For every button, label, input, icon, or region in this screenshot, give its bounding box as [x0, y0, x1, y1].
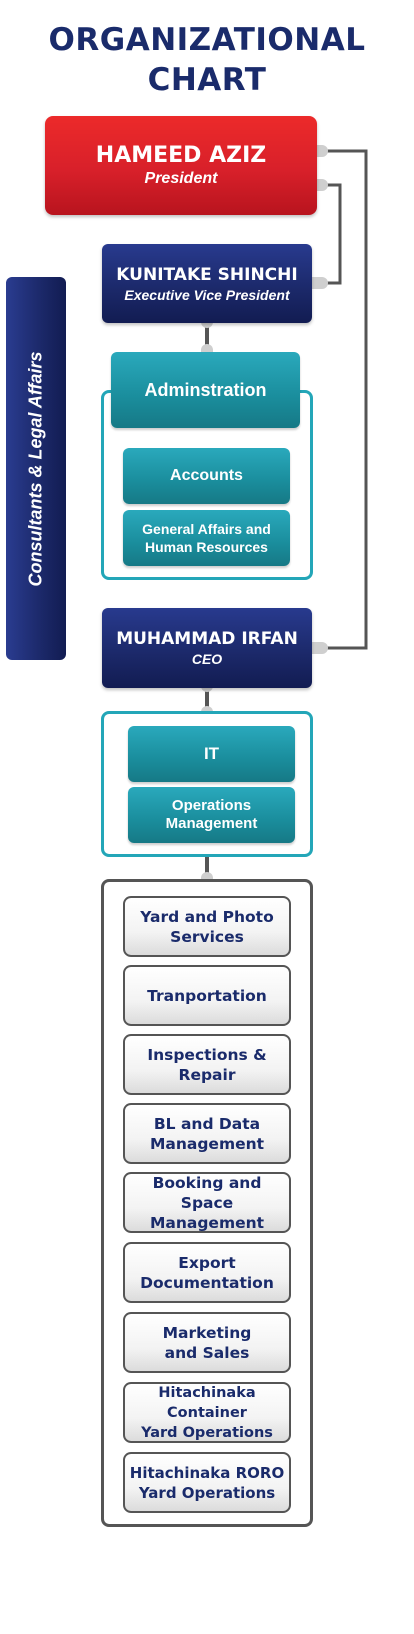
- department-box: Tranportation: [123, 965, 291, 1026]
- accounts-box: Accounts: [123, 448, 290, 504]
- president-name: HAMEED AZIZ: [95, 143, 267, 168]
- evp-box: KUNITAKE SHINCHI Executive Vice Presiden…: [102, 244, 312, 323]
- evp-name: KUNITAKE SHINCHI: [116, 264, 298, 285]
- operations-management-box: Operations Management: [128, 787, 295, 843]
- department-box: Booking and Space Management: [123, 1172, 291, 1233]
- ceo-role: CEO: [191, 651, 223, 667]
- evp-role: Executive Vice President: [124, 286, 290, 303]
- general-affairs-hr-box: General Affairs and Human Resources: [123, 510, 290, 566]
- department-box: Hitachinaka RORO Yard Operations: [123, 1452, 291, 1513]
- department-box: Inspections & Repair: [123, 1034, 291, 1095]
- president-role: President: [144, 170, 218, 187]
- sidebar-label: Consultants & Legal Affairs: [25, 350, 46, 587]
- department-box: Yard and Photo Services: [123, 896, 291, 957]
- consultants-legal-affairs-sidebar: Consultants & Legal Affairs: [6, 277, 66, 660]
- department-box: Marketing and Sales: [123, 1312, 291, 1373]
- department-box: BL and Data Management: [123, 1103, 291, 1164]
- department-box: Hitachinaka Container Yard Operations: [123, 1382, 291, 1443]
- department-box: Export Documentation: [123, 1242, 291, 1303]
- administration-box: Adminstration: [111, 352, 300, 428]
- chart-title-line2: CHART: [147, 62, 267, 98]
- it-box: IT: [128, 726, 295, 782]
- connector-president-evp: [316, 183, 342, 285]
- president-box: HAMEED AZIZ President: [45, 116, 317, 215]
- ceo-box: MUHAMMAD IRFAN CEO: [102, 608, 312, 688]
- connector-president-ceo: [316, 149, 368, 650]
- chart-title-line1: ORGANIZATIONAL: [48, 22, 366, 58]
- ceo-name: MUHAMMAD IRFAN: [116, 629, 298, 649]
